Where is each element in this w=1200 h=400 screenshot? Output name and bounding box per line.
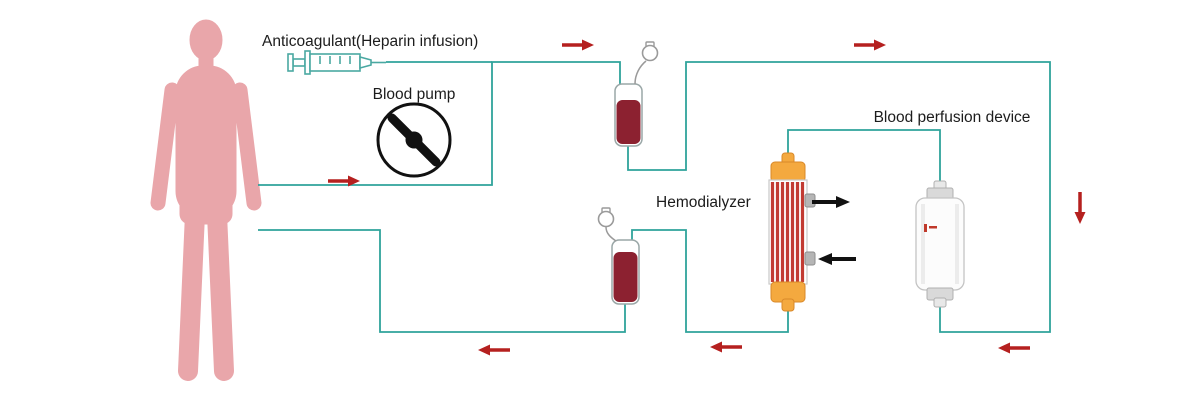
flow-arrow-down-right-side (1074, 192, 1086, 224)
dialysate-arrows-black (812, 196, 856, 265)
dialyzer-top-cap (770, 161, 806, 183)
chamber2-blood (613, 252, 638, 302)
hemodialyzer-icon (768, 152, 816, 312)
body-arm-right (232, 82, 262, 211)
flow-arrow-right-artery (328, 175, 360, 187)
chamber1-blood (616, 100, 641, 144)
patient-body-silhouette (150, 19, 262, 381)
gauge1-stub (634, 60, 647, 85)
gauge1-dial (641, 44, 659, 62)
tube-chamber2-to-body (258, 229, 626, 333)
blood-perfusion-device-icon (915, 180, 965, 308)
dialysate-arrow-in (818, 253, 856, 265)
tubing-circuit (258, 61, 1051, 333)
flow-arrow-right-top2 (854, 39, 886, 51)
perfusion-logo-mark2 (929, 226, 937, 229)
label-hemodialyzer: Hemodialyzer (656, 194, 751, 211)
label-anticoagulant: Anticoagulant(Heparin infusion) (262, 33, 478, 50)
perfusion-bottom-nipple (933, 297, 947, 308)
body-leg-left (178, 204, 205, 381)
label-blood-pump: Blood pump (373, 86, 456, 103)
flow-arrows-red (328, 39, 1086, 356)
dialyzer-stripes (770, 182, 805, 282)
flow-arrow-left-bottom-return (478, 344, 510, 356)
heparin-syringe-icon (287, 50, 386, 75)
tube-chamber1-to-perfusion (627, 61, 1051, 333)
syringe-barrel (309, 53, 361, 72)
gauge2-dial (597, 210, 615, 228)
flow-arrow-right-top1 (562, 39, 594, 51)
tube-dialyzer-to-chamber2 (631, 229, 789, 333)
gauge2-stub (605, 226, 617, 242)
flow-arrow-left-bottom-middle (710, 341, 742, 353)
label-blood-perfusion-device: Blood perfusion device (874, 109, 1031, 126)
syringe-taper (359, 55, 372, 70)
dialysate-arrow-out (812, 196, 850, 208)
dialyzer-port-lower (804, 251, 816, 266)
venous-drip-chamber (597, 207, 640, 305)
blood-pump-icon (376, 102, 452, 178)
pump-hub (405, 131, 423, 149)
arterial-drip-chamber (614, 41, 659, 147)
body-head (189, 19, 223, 61)
dialyzer-bottom-nipple (781, 298, 795, 312)
body-leg-right (207, 204, 234, 381)
syringe-plunger-flange (287, 53, 294, 72)
flow-arrow-left-bottom-right (998, 342, 1030, 354)
body-arm-left (150, 82, 180, 211)
tube-perfusion-to-dialyzer (787, 129, 941, 190)
perfusion-logo-mark (924, 224, 927, 232)
syringe-plunger-rod (292, 58, 306, 67)
